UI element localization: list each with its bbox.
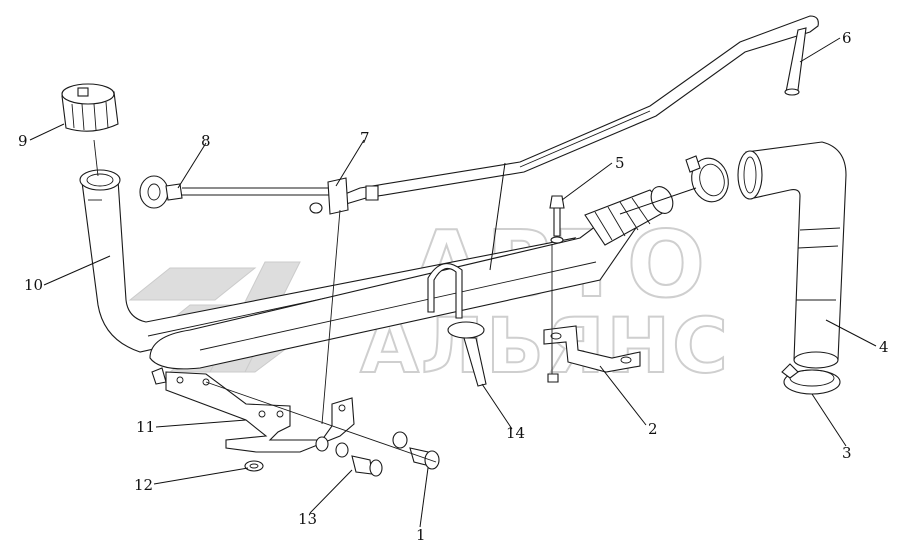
filler-pipe xyxy=(79,169,641,370)
callout-2: 2 xyxy=(648,420,658,438)
strap-band xyxy=(427,263,487,387)
callout-6: 6 xyxy=(842,29,852,47)
bolt-1 xyxy=(409,447,440,470)
filler-cap xyxy=(61,83,119,132)
lower-bracket xyxy=(151,367,355,453)
callout-3: 3 xyxy=(842,444,852,462)
breather-tube xyxy=(339,15,819,205)
callout-7: 7 xyxy=(360,129,370,147)
bolt-5 xyxy=(549,195,565,244)
callout-1: 1 xyxy=(416,526,426,544)
callout-5: 5 xyxy=(615,154,625,172)
assembly-axis-lines xyxy=(93,139,437,463)
washer-upper xyxy=(315,431,408,458)
cable-clamp xyxy=(309,177,379,215)
lower-clamp xyxy=(781,363,841,395)
bolt-13 xyxy=(351,455,383,477)
callout-12: 12 xyxy=(134,476,153,494)
washer-12 xyxy=(244,460,264,472)
callout-8: 8 xyxy=(201,132,211,150)
cable-with-ring xyxy=(139,175,330,209)
callout-9: 9 xyxy=(18,132,28,150)
callout-4: 4 xyxy=(879,338,889,356)
right-bracket xyxy=(543,244,641,383)
callout-11: 11 xyxy=(136,418,155,436)
upper-clamp xyxy=(685,155,729,203)
callout-labels: 1 2 3 4 5 6 7 8 9 10 11 12 13 14 xyxy=(18,29,889,544)
callout-14: 14 xyxy=(506,424,525,442)
elbow-pipe xyxy=(737,141,847,369)
leader-lines xyxy=(29,37,877,528)
callout-10: 10 xyxy=(24,276,43,294)
callout-13: 13 xyxy=(298,510,317,528)
